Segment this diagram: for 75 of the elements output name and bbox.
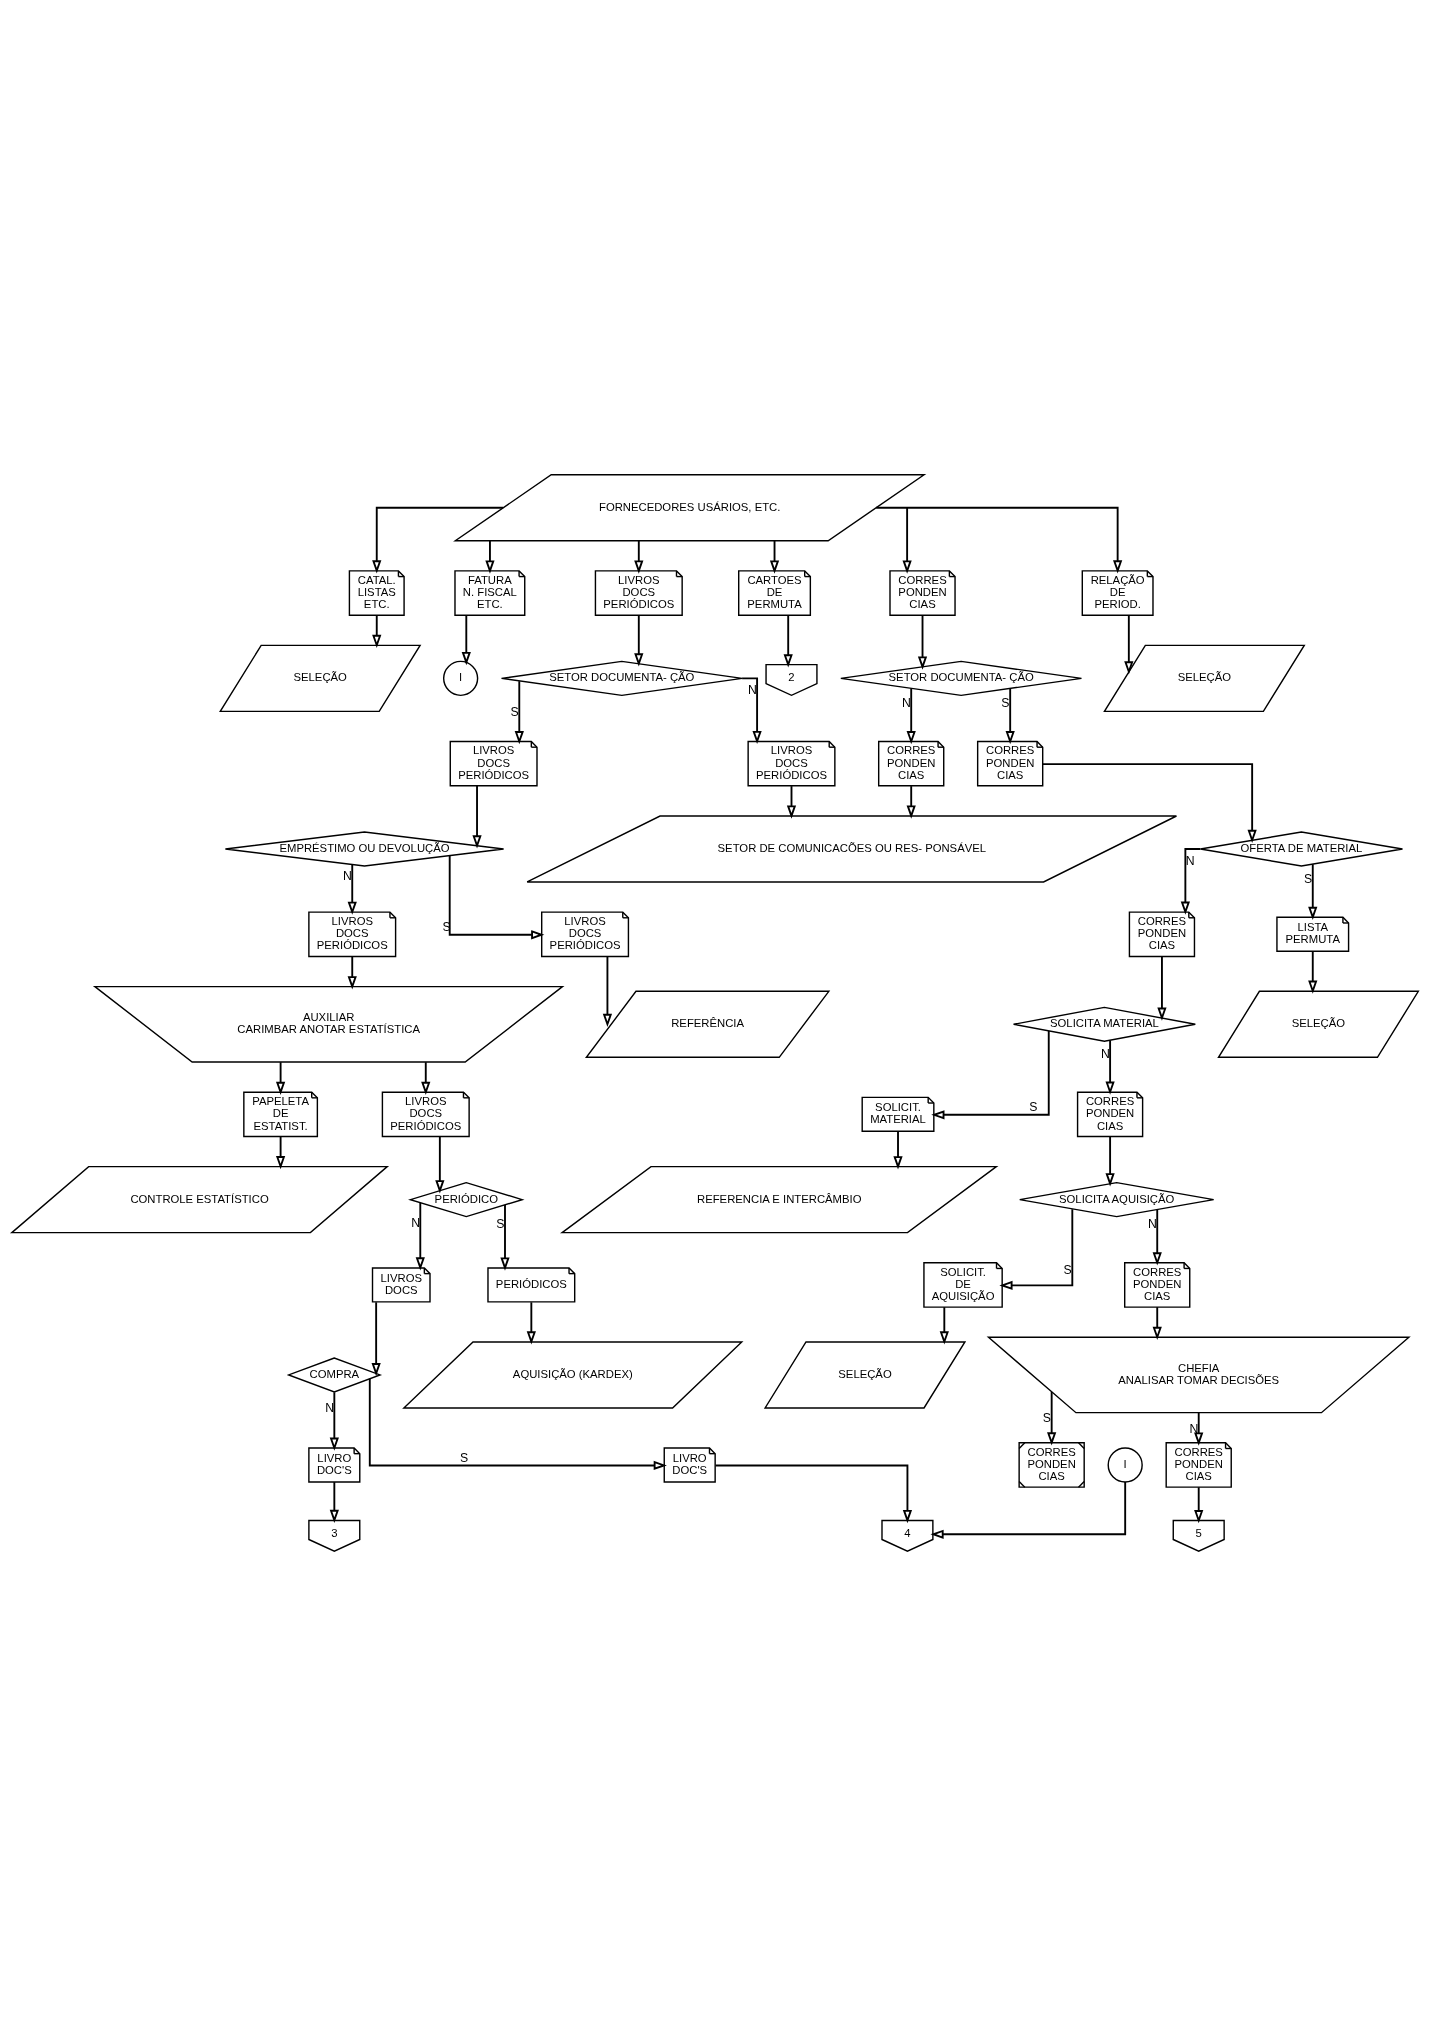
arrow (634, 614, 644, 667)
arrow (368, 1377, 667, 1471)
node-diamond: EMPRÉSTIMO OU DEVOLUÇÃO (224, 831, 505, 867)
edge-label: N (902, 695, 911, 710)
arrow (714, 1464, 913, 1524)
edge-label: N (1189, 1421, 1199, 1436)
arrow (634, 540, 644, 574)
arrow (1194, 1411, 1204, 1446)
arrow (1152, 1306, 1162, 1341)
arrow (1105, 1039, 1115, 1095)
arrow (917, 614, 928, 670)
arrow (472, 785, 482, 849)
edge-label: S (1063, 1263, 1072, 1278)
arrow (1194, 1486, 1204, 1524)
arrow (275, 1135, 286, 1170)
edge-label: S (1029, 1100, 1038, 1115)
edge-label: N (325, 1401, 335, 1416)
arrow (939, 1306, 949, 1345)
arrow (372, 506, 505, 574)
arrow (999, 1208, 1074, 1291)
arrow (1308, 950, 1318, 994)
node-diamond: SETOR DOCUMENTA- ÇÃO (500, 660, 743, 697)
arrow (1005, 687, 1015, 745)
edge-label: N (1148, 1217, 1157, 1232)
arrow (931, 1030, 1050, 1120)
node-diamond: SETOR DOCUMENTA- ÇÃO (840, 660, 1083, 697)
node-diamond: SOLICITA AQUISIÇÃO (1019, 1181, 1215, 1218)
arrow (769, 540, 780, 574)
edge-label: N (343, 869, 352, 884)
arrow (500, 1204, 510, 1271)
arrow (275, 1061, 286, 1095)
arrow (1047, 1390, 1057, 1446)
arrow (786, 785, 797, 819)
edge-label: S (1042, 1411, 1052, 1426)
arrow (514, 680, 524, 745)
arrow (461, 614, 471, 666)
arrow (930, 1481, 1127, 1539)
edge-label: N (1185, 853, 1195, 868)
arrow (526, 1301, 536, 1345)
arrow (906, 687, 916, 745)
arrow (485, 540, 495, 574)
arrow (347, 955, 357, 990)
arrow (1180, 848, 1202, 915)
arrow (329, 1391, 339, 1451)
edge-label: S (510, 705, 519, 720)
arrow (371, 1301, 381, 1377)
arrow (1124, 614, 1134, 675)
edge-label: S (1001, 695, 1010, 710)
arrow (1105, 1135, 1115, 1187)
arrow (1041, 763, 1257, 844)
edge-label: N (411, 1216, 421, 1231)
arrow (421, 1061, 431, 1095)
arrow (415, 1201, 425, 1271)
node-circle: I (1107, 1447, 1143, 1483)
arrow (1157, 955, 1167, 1021)
edge-label: N (1100, 1047, 1110, 1062)
edge-label: N (747, 683, 757, 698)
arrow (329, 1481, 339, 1523)
arrow (602, 955, 613, 1028)
edge-label: S (1303, 871, 1313, 886)
arrow (448, 854, 545, 940)
arrow (1308, 863, 1318, 920)
arrow (893, 1130, 903, 1170)
arrow (1152, 1208, 1162, 1266)
arrow (435, 1135, 445, 1194)
arrow (741, 677, 762, 745)
edge-label: S (460, 1451, 469, 1466)
arrow (783, 614, 793, 668)
arrow (347, 863, 357, 915)
node-circle: I (442, 660, 479, 697)
edge-label: S (496, 1217, 505, 1232)
arrow (906, 785, 916, 819)
arrow (372, 614, 382, 649)
arrow (902, 506, 912, 574)
arrow (875, 506, 1123, 574)
